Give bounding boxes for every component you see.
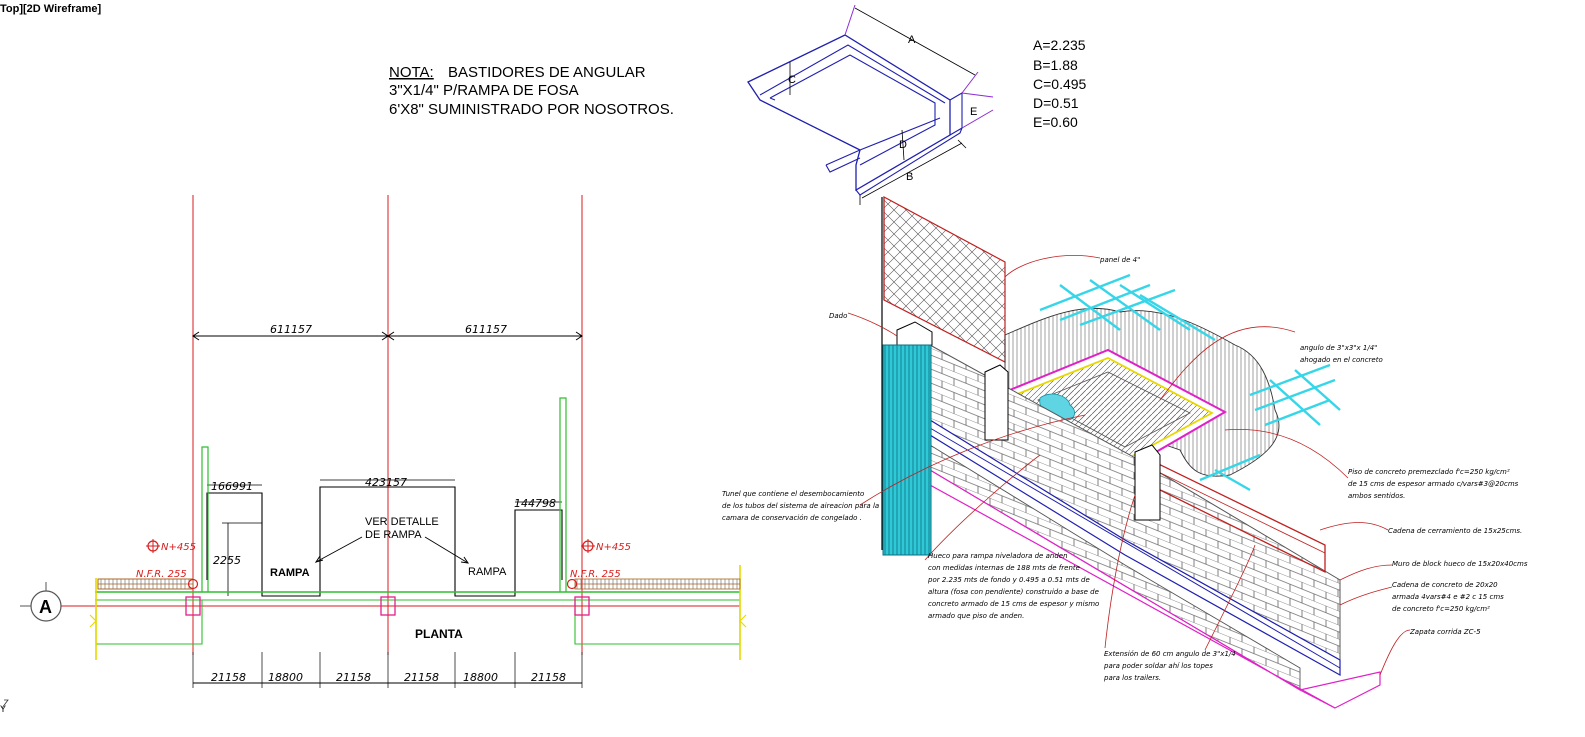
dim-a: A=2.235 [1033,37,1086,53]
label-cadena-cerramiento: Cadena de cerramiento de 15x25cms. [1388,527,1522,535]
label-hueco-1: Hueco para rampa niveladora de anden [928,552,1068,560]
plan-labels: 611157 611157 166991 423157 144798 2255 … [0,323,631,714]
dim-e: E=0.60 [1033,114,1078,130]
frame-dimension-list: A=2.235 B=1.88 C=0.495 D=0.51 E=0.60 [1033,37,1087,130]
label-cadena-concreto-1: Cadena de concreto de 20x20 [1392,581,1498,589]
label-extension-1: Extensión de 60 cm angulo de 3"x1/4 [1104,650,1236,658]
label-extension-3: para los trailers. [1103,674,1161,682]
note-prefix: NOTA: [389,64,434,81]
angle-frame-isometric: A E B C D [747,4,994,205]
dim-left-small: 166991 [211,480,253,493]
note-line-1: BASTIDORES DE ANGULAR [448,64,646,81]
axis-marker-label: A [39,597,52,617]
note-line-2: 3"X1/4" P/RAMPA DE FOSA [389,82,579,99]
label-hueco-2: con medidas internas de 188 mts de frent… [928,564,1080,572]
note-line-3: 6'X8" SUMINISTRADO POR NOSOTROS. [389,101,674,118]
ramp-label-left: RAMPA [270,567,310,579]
dim-center: 423157 [365,476,407,489]
frame-letter-d: D [899,139,907,151]
isometric-detail [847,195,1411,709]
label-tunel-3: camara de conservación de congelado . [722,514,862,522]
plan-view [1,195,747,709]
dim-top-right: 611157 [465,323,507,336]
label-piso-2: de 15 cms de espesor armado c/vars#3@20c… [1348,480,1519,488]
frame-letter-e: E [970,106,977,118]
frame-letter-c: C [788,74,796,86]
dim-height: 2255 [213,554,241,567]
frame-letter-a: A [908,34,916,46]
dim-d: D=0.51 [1033,95,1079,111]
level-left: N+455 [161,542,196,553]
label-tunel-1: Tunel que contiene el desembocamiento [722,490,864,498]
frame-letter-b: B [906,171,913,183]
label-extension-2: para poder soldar ahí los topes [1103,662,1213,670]
rebar-grid-icon [1039,273,1341,492]
label-cadena-concreto-3: de concreto f'c=250 kg/cm² [1392,605,1490,613]
dim-top-left: 611157 [270,323,312,336]
label-muro: Muro de block hueco de 15x20x40cms [1392,560,1528,568]
label-hueco-4: altura (fosa con pendiente) construido a… [928,588,1099,596]
label-angulo-2: ahogado en el concreto [1300,356,1383,364]
label-panel: panel de 4" [1099,256,1140,264]
label-zapata: Zapata corrida ZC-5 [1409,628,1481,636]
dim-right-small: 144798 [514,497,556,510]
bottom-dim-4: 21158 [404,671,439,684]
level-right: N+455 [596,542,631,553]
dim-c: C=0.495 [1033,76,1087,92]
ramp-label-right: RAMPA [468,566,507,578]
viewport-label[interactable]: Top][2D Wireframe] [0,3,102,15]
label-cadena-concreto-2: armada 4vars#4 e #2 c 15 cms [1392,593,1504,601]
label-tunel-2: de los tubos del sistema de aireacion pa… [722,502,879,510]
bottom-dim-3: 21158 [336,671,371,684]
bottom-dim-5: 18800 [463,671,498,684]
plan-title: PLANTA [415,627,463,641]
nfr-right: N.F.R. 255 [570,569,621,580]
ucs-icon-label: Y [0,704,6,714]
label-dado: Dado [829,312,847,320]
label-angulo-1: angulo de 3"x3"x 1/4" [1300,344,1377,352]
nfr-left: N.F.R. 255 [136,569,187,580]
bottom-dim-2: 18800 [268,671,303,684]
detail-labels: panel de 4" Dado angulo de 3"x3"x 1/4" a… [722,256,1528,682]
note-block: NOTA: BASTIDORES DE ANGULAR 3"X1/4" P/RA… [389,64,674,118]
detail-note-2: DE RAMPA [365,529,422,541]
label-hueco-6: armado que piso de anden. [928,612,1024,620]
bottom-dim-1: 21158 [211,671,246,684]
dim-b: B=1.88 [1033,57,1078,73]
bottom-dim-6: 21158 [531,671,566,684]
detail-note-1: VER DETALLE [365,516,439,528]
label-piso-1: Piso de concreto premezclado f'c=250 kg/… [1348,468,1510,476]
label-hueco-5: concreto armado de 15 cms de espesor y m… [928,600,1099,608]
label-hueco-3: por 2.235 mts de fondo y 0.495 a 0.51 mt… [927,576,1090,584]
label-piso-3: ambos sentidos. [1348,492,1405,500]
